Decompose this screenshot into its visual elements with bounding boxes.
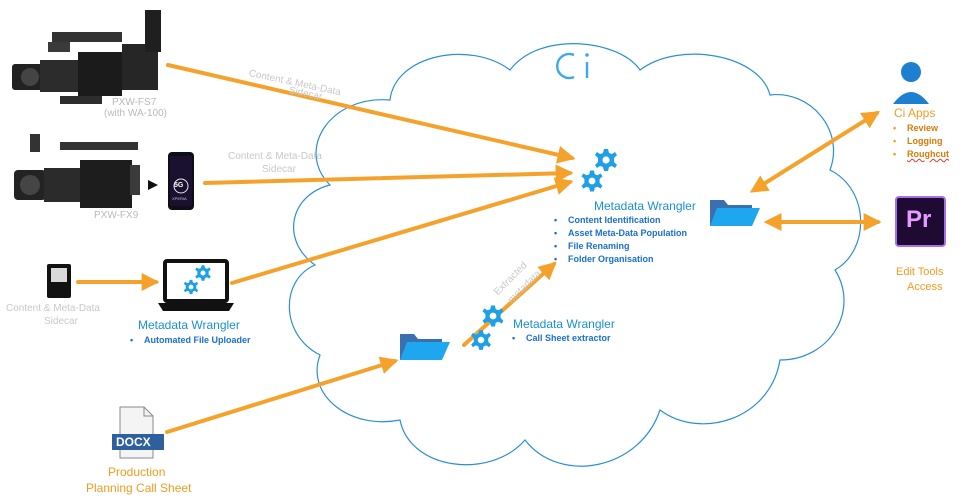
camera-fx9-icon: [14, 134, 158, 208]
camera-fs7-icon: [12, 10, 161, 104]
phone-brand-label: XPERIA: [172, 196, 187, 201]
uploader-items: Automated File Uploader: [130, 334, 251, 347]
edit-tools-line1: Edit Tools: [896, 266, 944, 278]
call-sheet-wrangler-title: Metadata Wrangler: [513, 317, 615, 331]
arrow-label-mid-line2: Sidecar: [262, 164, 296, 175]
ci-apps-items: Review Logging Roughcut: [893, 122, 949, 161]
uploader-item: Automated File Uploader: [130, 334, 251, 347]
fs7-caption-line1: PXW-FS7: [112, 97, 157, 108]
premiere-pro-icon: [895, 196, 946, 247]
cloud-wrangler-items: Content Identification Asset Meta-Data P…: [554, 214, 687, 266]
fs7-caption-line2: (with WA-100): [104, 108, 167, 119]
edit-tools-line2: Access: [907, 281, 943, 293]
ci-apps-item: Logging: [893, 135, 949, 148]
arrow-docx-to-folder: [165, 356, 399, 434]
phone-5g-badge: 5G: [174, 182, 184, 189]
arrow-folder-to-ci-apps: [749, 111, 881, 193]
ci-apps-title: Ci Apps: [894, 106, 936, 120]
card-caption-line2: Sidecar: [44, 316, 78, 327]
ci-apps-item: Roughcut: [893, 148, 949, 161]
docx-caption-line2: Planning Call Sheet: [86, 481, 192, 495]
arrow-fs7-to-wrangler: [166, 63, 576, 164]
ci-logo-icon: [556, 52, 589, 80]
cloud-wrangler-item: Content Identification: [554, 214, 687, 227]
fx9-caption: PXW-FX9: [94, 210, 139, 221]
cloud-wrangler-title: Metadata Wrangler: [594, 199, 696, 213]
arrow-label-mid-line1: Content & Meta-Data: [228, 151, 322, 162]
docx-caption-line1: Production: [108, 465, 166, 479]
arrow-laptop-to-wrangler: [230, 177, 574, 285]
phone-icon: [168, 152, 194, 210]
user-icon: [893, 62, 929, 104]
cloud-wrangler-item: Asset Meta-Data Population: [554, 227, 687, 240]
cloud-wrangler-item: File Renaming: [554, 240, 687, 253]
cloud-wrangler-item: Folder Organisation: [554, 253, 687, 266]
arrow-fx9-to-wrangler: [203, 164, 574, 185]
gear-icon: [195, 265, 211, 281]
docx-badge: DOCX: [116, 435, 151, 449]
gear-icon: [183, 279, 199, 295]
ci-apps-item: Review: [893, 122, 949, 135]
premiere-logo-text: Pr: [906, 206, 932, 233]
laptop-icon: [158, 259, 234, 311]
docx-file-icon: [112, 406, 164, 459]
uploader-title: Metadata Wrangler: [138, 318, 240, 332]
card-caption-line1: Content & Meta-Data: [6, 303, 100, 314]
call-sheet-wrangler-item: Call Sheet extractor: [512, 332, 611, 345]
memory-card-icon: [47, 264, 71, 298]
call-sheet-wrangler-items: Call Sheet extractor: [512, 332, 611, 345]
